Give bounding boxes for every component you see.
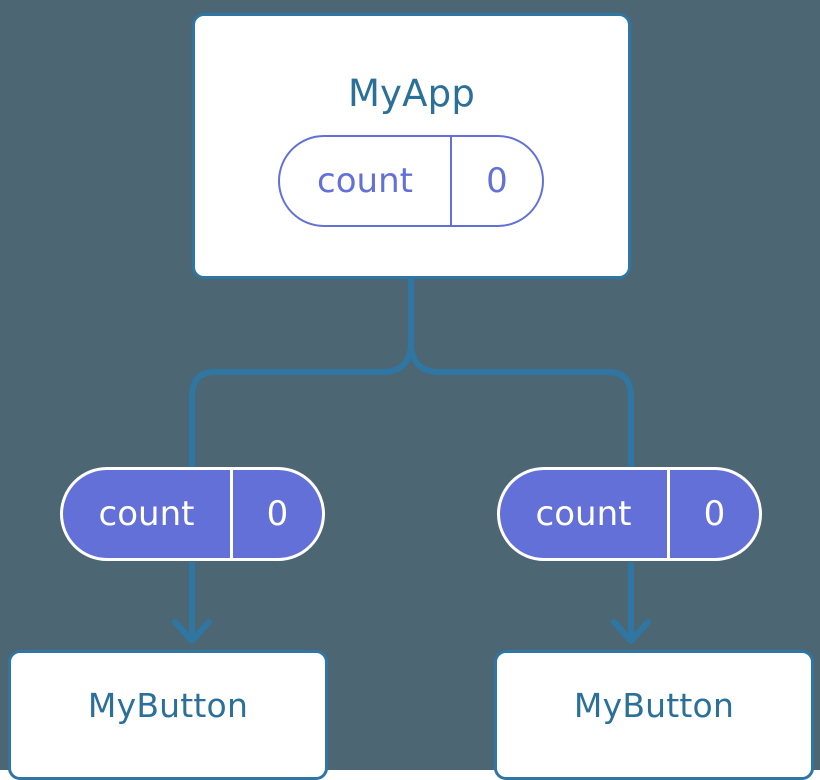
component-node-mybutton-left-title: MyButton xyxy=(87,686,249,725)
prop-pill-value: 0 xyxy=(266,494,289,534)
state-pill-key: count xyxy=(280,137,452,225)
component-node-mybutton-left[interactable]: MyButton xyxy=(8,650,328,780)
state-pill-count[interactable]: count 0 xyxy=(278,135,544,227)
prop-pill-value: 0 xyxy=(703,494,726,534)
prop-pill-count-left[interactable]: count 0 xyxy=(60,467,325,561)
component-node-myapp-title: MyApp xyxy=(347,72,476,115)
prop-pill-key: count xyxy=(63,470,233,558)
arrowhead-right-icon xyxy=(611,619,651,644)
prop-pill-key: count xyxy=(500,470,670,558)
connector-fork-right xyxy=(408,347,634,472)
component-node-mybutton-right-title: MyButton xyxy=(573,686,735,725)
component-node-mybutton-right[interactable]: MyButton xyxy=(494,650,814,780)
prop-pill-count-right[interactable]: count 0 xyxy=(497,467,762,561)
connector-fork-left xyxy=(189,347,414,472)
state-pill-value: 0 xyxy=(486,161,508,201)
arrowhead-left-icon xyxy=(172,619,212,644)
